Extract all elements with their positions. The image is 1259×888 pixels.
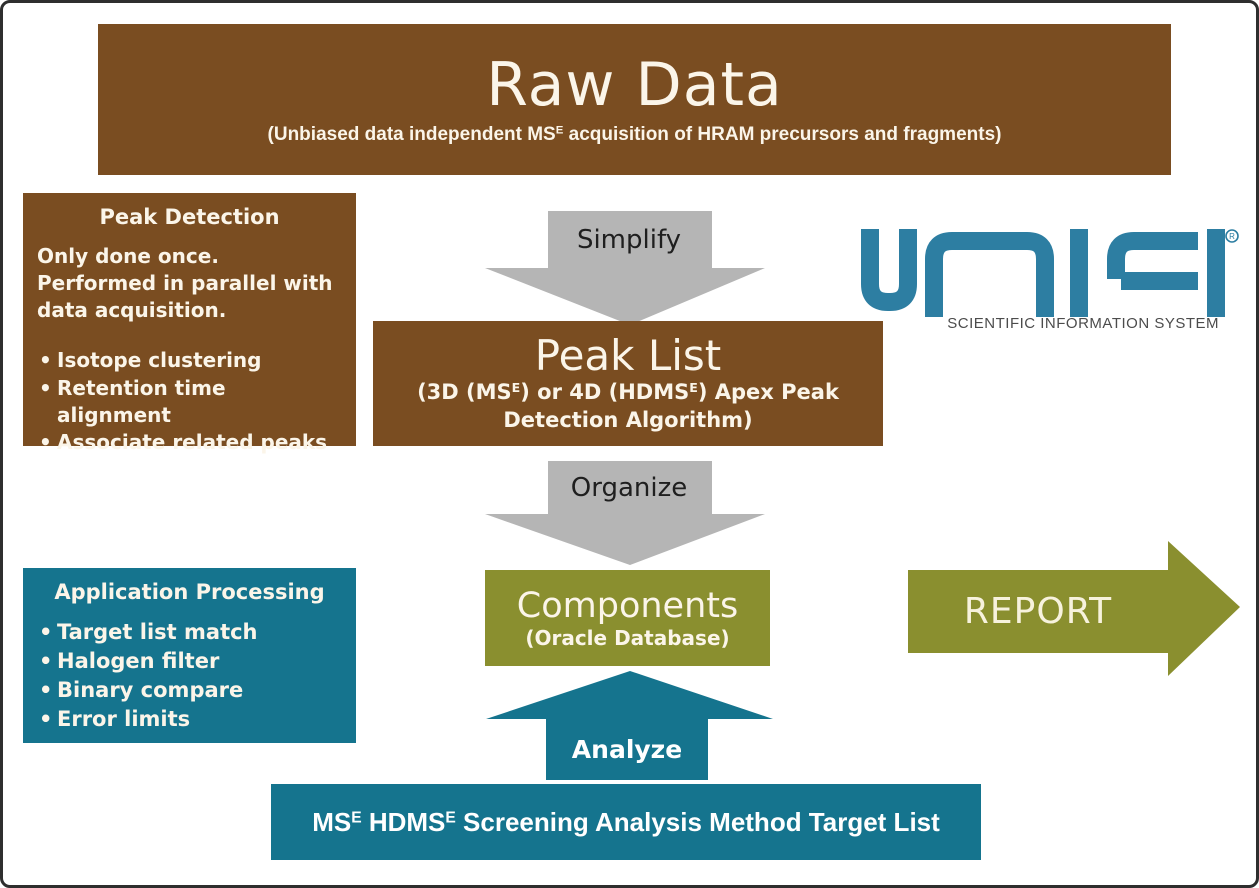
unifi-tagline: SCIENTIFIC INFORMATION SYSTEM bbox=[947, 315, 1219, 332]
peak-list-subtitle-line2: Detection Algorithm) bbox=[503, 407, 753, 432]
down-arrow-shape bbox=[485, 461, 765, 565]
superscript-e: E bbox=[351, 808, 362, 826]
peak-detection-title: Peak Detection bbox=[99, 205, 280, 229]
unifi-letter-u bbox=[861, 229, 917, 311]
peak-detection-line: data acquisition. bbox=[37, 297, 227, 322]
bullet-item: Halogen filter bbox=[37, 647, 342, 676]
organize-arrow-label: Organize bbox=[570, 473, 688, 503]
simplify-down-arrow-icon bbox=[485, 211, 765, 325]
peak-list-title: Peak List bbox=[534, 331, 722, 381]
analyze-arrow-label: Analyze bbox=[571, 734, 683, 764]
components-box: Components (Oracle Database) bbox=[485, 570, 770, 666]
bullet-item: Isotope clustering bbox=[37, 347, 342, 374]
application-processing-title: Application Processing bbox=[54, 580, 325, 604]
analyze-up-arrow-icon bbox=[486, 671, 773, 780]
components-title: Components bbox=[516, 585, 739, 626]
down-arrow-shape bbox=[485, 211, 765, 325]
superscript-e: E bbox=[689, 380, 698, 396]
target-list-bar: MSE HDMSE Screening Analysis Method Targ… bbox=[271, 784, 981, 860]
unifi-letter-n bbox=[925, 232, 1054, 317]
registered-mark-circle bbox=[1225, 229, 1239, 243]
raw-data-box: Raw Data (Unbiased data independent MSE … bbox=[98, 24, 1171, 175]
bullet-item: Associate related peaks bbox=[37, 429, 342, 456]
up-arrow-shape bbox=[486, 671, 773, 780]
target-list-text: MSE HDMSE Screening Analysis Method Targ… bbox=[312, 806, 940, 837]
bullet-item: Binary compare bbox=[37, 676, 342, 705]
superscript-e: E bbox=[445, 808, 456, 826]
peak-detection-line: Only done once. bbox=[37, 244, 219, 268]
unifi-letter-f-top bbox=[1107, 232, 1198, 279]
components-subtitle: (Oracle Database) bbox=[525, 626, 730, 651]
right-arrow-shape bbox=[908, 541, 1240, 676]
raw-data-subtitle: (Unbiased data independent MSE acquisiti… bbox=[267, 123, 1002, 145]
report-right-arrow-icon bbox=[908, 541, 1240, 676]
raw-data-title: Raw Data bbox=[486, 50, 783, 121]
report-label: REPORT bbox=[963, 590, 1113, 632]
peak-detection-bullet-list: Isotope clustering Retention time alignm… bbox=[37, 347, 342, 456]
bullet-item: Retention time alignment bbox=[37, 375, 342, 429]
bullet-item: Target list match bbox=[37, 618, 342, 647]
simplify-arrow-label: Simplify bbox=[576, 225, 682, 255]
organize-down-arrow-icon bbox=[485, 461, 765, 565]
unifi-logo: R bbox=[861, 229, 1239, 317]
superscript-e: E bbox=[555, 124, 564, 137]
peak-detection-box: Peak Detection Only done once. Performed… bbox=[23, 193, 356, 456]
superscript-e: E bbox=[511, 380, 521, 396]
peak-list-subtitle: (3D (MSE) or 4D (HDMSE) Apex Peak Detect… bbox=[417, 380, 839, 432]
registered-mark-icon: R bbox=[1229, 232, 1235, 241]
peak-list-box: Peak List (3D (MSE) or 4D (HDMSE) Apex P… bbox=[373, 321, 883, 446]
peak-detection-line: Performed in parallel with bbox=[37, 270, 333, 295]
bullet-item: Error limits bbox=[37, 705, 342, 734]
application-processing-bullet-list: Target list match Halogen filter Binary … bbox=[37, 618, 342, 734]
application-processing-box: Application Processing Target list match… bbox=[23, 568, 356, 743]
